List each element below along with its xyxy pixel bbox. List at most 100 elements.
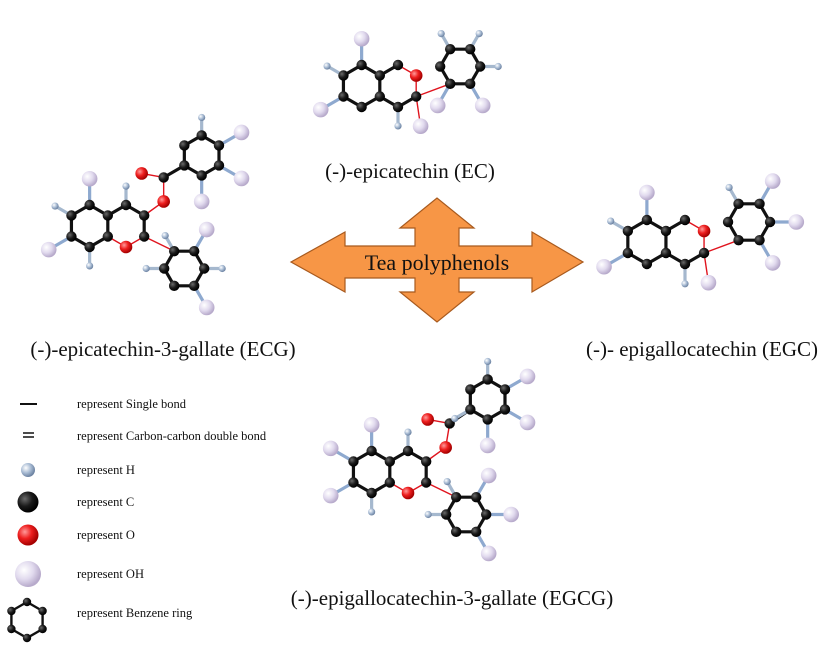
oxygen-atom xyxy=(421,413,434,426)
carbon-atom xyxy=(420,477,432,488)
carbon-atom xyxy=(698,247,710,259)
single-bond xyxy=(143,235,175,252)
carbon-atom xyxy=(188,245,200,257)
carbon-atom xyxy=(392,59,404,71)
hydroxyl-group xyxy=(474,97,491,114)
carbon-atom xyxy=(168,280,180,292)
legend-row-benzene: represent Benzene ring xyxy=(7,597,193,643)
carbon-atom xyxy=(7,606,16,616)
legend-text-hydroxyl: represent OH xyxy=(77,567,144,581)
hydroxyl-group xyxy=(788,214,805,230)
carbon-atom xyxy=(482,414,493,425)
carbon-atom xyxy=(641,258,653,270)
hydroxyl-group xyxy=(322,440,339,457)
hydroxyl-group xyxy=(198,221,215,238)
legend-text-carbon: represent C xyxy=(77,495,134,509)
oxygen-atom xyxy=(409,69,423,82)
legend-row-double-bond: represent Carbon-carbon double bond xyxy=(23,429,267,443)
single-bond xyxy=(425,481,457,498)
carbon-atom xyxy=(158,172,169,183)
carbon-atom xyxy=(420,456,432,467)
carbon-atom xyxy=(338,70,349,81)
hydroxyl-group xyxy=(363,416,380,433)
carbon-atom xyxy=(168,245,180,257)
hydroxyl-group xyxy=(40,241,57,258)
hydrogen-atom xyxy=(394,122,402,130)
carbon-atom xyxy=(213,140,225,151)
carbon-atom xyxy=(102,231,114,242)
oxygen-atom xyxy=(119,240,133,254)
carbon-atom xyxy=(679,214,691,226)
hydroxyl-group xyxy=(519,368,536,385)
egcg-label: (-)-epigallocatechin-3-gallate (EGCG) xyxy=(291,586,613,610)
carbon-atom xyxy=(679,258,691,270)
egc-molecule xyxy=(596,173,805,291)
legend-text-single-bond: represent Single bond xyxy=(77,397,187,411)
carbon-atom xyxy=(474,61,486,72)
oxygen-atom-symbol xyxy=(17,524,39,546)
hydrogen-atom xyxy=(451,414,459,423)
carbon-atom xyxy=(384,456,396,467)
legend-text-benzene: represent Benzene ring xyxy=(77,606,193,620)
legend-text-double-bond: represent Carbon-carbon double bond xyxy=(77,429,267,443)
hydroxyl-group xyxy=(480,467,497,484)
single-bond xyxy=(703,239,740,254)
carbon-atom xyxy=(213,160,225,171)
ecg-label: (-)-epicatechin-3-gallate (ECG) xyxy=(30,337,295,361)
hydrogen-atom xyxy=(51,202,59,210)
carbon-atom xyxy=(660,247,672,259)
carbon-atom xyxy=(733,234,744,246)
hydroxyl-group xyxy=(764,173,781,189)
carbon-atom xyxy=(138,210,150,221)
oxygen-atom xyxy=(157,195,170,208)
egcg-molecule xyxy=(322,357,536,562)
hydroxyl-group xyxy=(429,97,446,114)
carbon-atom xyxy=(102,210,114,221)
carbon-atom xyxy=(499,404,511,415)
carbon-atom xyxy=(392,101,404,113)
carbon-atom xyxy=(470,526,482,538)
carbon-atom xyxy=(480,509,492,520)
hydrogen-atom xyxy=(161,231,169,240)
carbon-atom xyxy=(470,491,482,503)
carbon-atom xyxy=(450,491,462,503)
hydrogen-atom xyxy=(404,428,412,436)
carbon-atom xyxy=(465,404,476,415)
carbon-atom xyxy=(120,199,132,211)
carbon-atom xyxy=(754,234,765,246)
hydrogen-atom xyxy=(122,182,130,190)
legend-text-oxygen: represent O xyxy=(77,528,135,542)
hydrogen-atom xyxy=(368,508,376,516)
hydroxyl-group xyxy=(596,258,612,275)
four-way-arrow-shape xyxy=(289,197,585,323)
carbon-atom xyxy=(66,231,77,242)
hydrogen-atom xyxy=(142,264,150,273)
hydrogen-atom xyxy=(218,264,226,273)
carbon-atom xyxy=(196,130,207,141)
legend-row-carbon: represent C xyxy=(17,491,134,513)
carbon-atom xyxy=(660,225,672,237)
legend-text-hydrogen: represent H xyxy=(77,463,135,477)
hydroxyl-group-symbol xyxy=(15,561,41,587)
hydroxyl-group xyxy=(322,487,339,504)
hydrogen-atom xyxy=(424,510,432,519)
hydroxyl-group xyxy=(233,124,250,141)
carbon-atom xyxy=(338,91,349,102)
carbon-atom xyxy=(366,487,377,499)
carbon-atom xyxy=(464,78,476,90)
carbon-atom xyxy=(754,198,765,210)
single-bond xyxy=(415,83,451,98)
hydrogen-atom xyxy=(323,62,331,70)
oxygen-atom xyxy=(697,224,711,238)
oxygen-atom xyxy=(401,486,415,500)
hydroxyl-group xyxy=(519,414,536,431)
hydrogen-atom xyxy=(607,217,615,225)
carbon-atom xyxy=(158,263,170,274)
carbon-atom xyxy=(198,263,210,274)
hydroxyl-group xyxy=(312,101,329,118)
carbon-atom xyxy=(733,198,744,210)
oxygen-atom xyxy=(439,441,452,454)
carbon-atom xyxy=(402,445,414,457)
